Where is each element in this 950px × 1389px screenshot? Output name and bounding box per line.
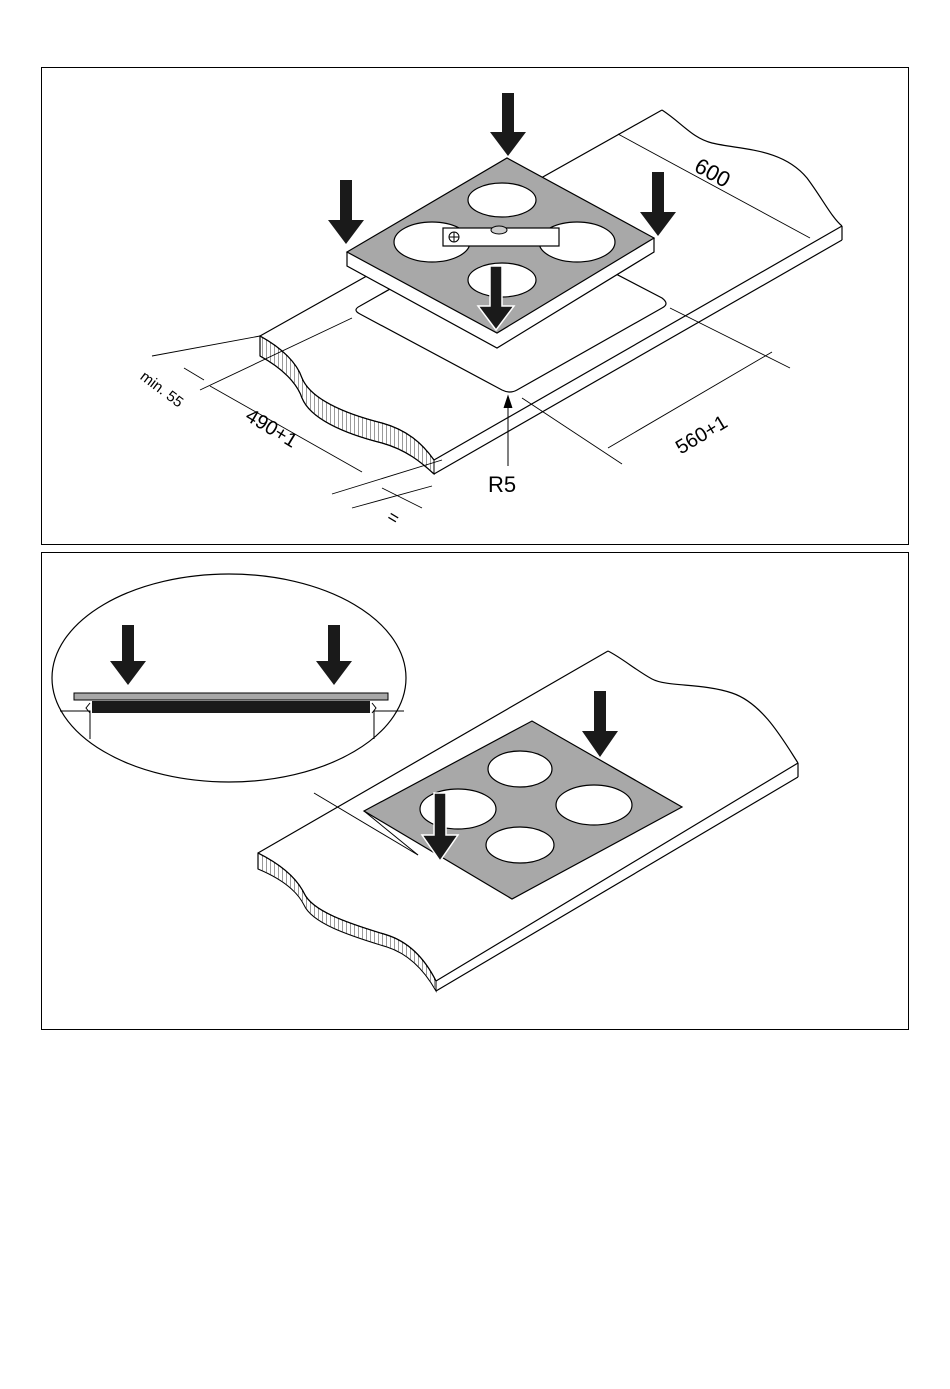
arrow-back-icon: [582, 691, 618, 757]
radius-pointer: [504, 396, 512, 466]
arrow-right-icon: [640, 172, 676, 236]
detail-hob-body: [92, 701, 370, 713]
dimension-cutout-width-label: 560+1: [672, 411, 731, 459]
dimension-width-label: 600: [690, 153, 734, 193]
worktop-edge-hatch: [260, 336, 434, 474]
dimension-cutout-depth-label: 490+1: [242, 405, 301, 453]
dimension-min-distance-label: min. 55: [137, 368, 187, 411]
detail-magnifier: [52, 574, 418, 855]
installation-diagram-top: 600 560+1 490+1 min. 55 = R5: [41, 67, 909, 545]
dimension-equal-label: =: [384, 506, 403, 529]
dimension-min-distance: [152, 336, 260, 380]
detail-glass-plate: [74, 693, 388, 700]
installation-diagram-bottom: [41, 552, 909, 1030]
radius-label: R5: [488, 472, 516, 497]
arrow-left-icon: [328, 180, 364, 244]
arrow-top-icon: [490, 93, 526, 156]
dimension-equal: [352, 486, 432, 508]
hob-glass-bottom: [364, 721, 682, 899]
worktop-bottom-edge-hatch: [258, 853, 436, 991]
spirit-level: [443, 226, 559, 246]
cutout-dimensions-drawing: 600 560+1 490+1 min. 55 = R5: [42, 68, 908, 544]
hob-seating-drawing: [42, 553, 908, 1029]
